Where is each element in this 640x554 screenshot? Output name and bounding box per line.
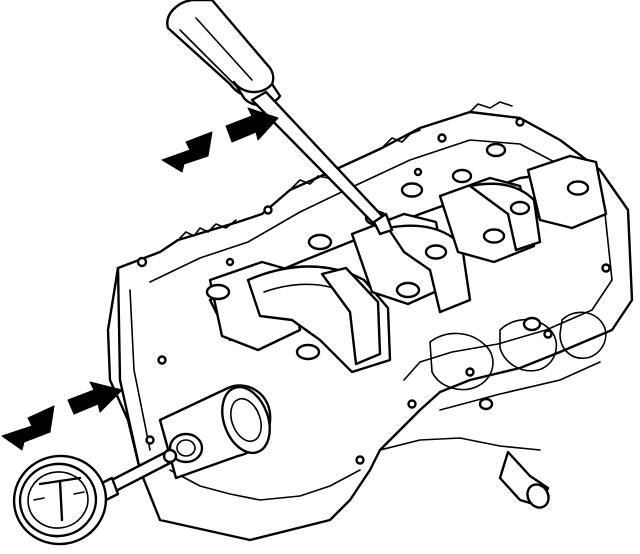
crankshaft-assembly bbox=[158, 142, 608, 509]
dial-indicator-icon bbox=[12, 448, 178, 546]
cap-bolts bbox=[205, 142, 590, 361]
screwdriver-icon bbox=[166, 0, 394, 236]
double-arrow-icon bbox=[161, 107, 279, 173]
double-arrow-icon bbox=[1, 381, 123, 451]
oil-baffle-detail bbox=[429, 311, 607, 411]
counterweight-3 bbox=[468, 182, 542, 252]
bearing-cap-4 bbox=[526, 154, 608, 230]
counterweight-2 bbox=[386, 224, 472, 314]
dial-gauge-face bbox=[18, 462, 98, 538]
